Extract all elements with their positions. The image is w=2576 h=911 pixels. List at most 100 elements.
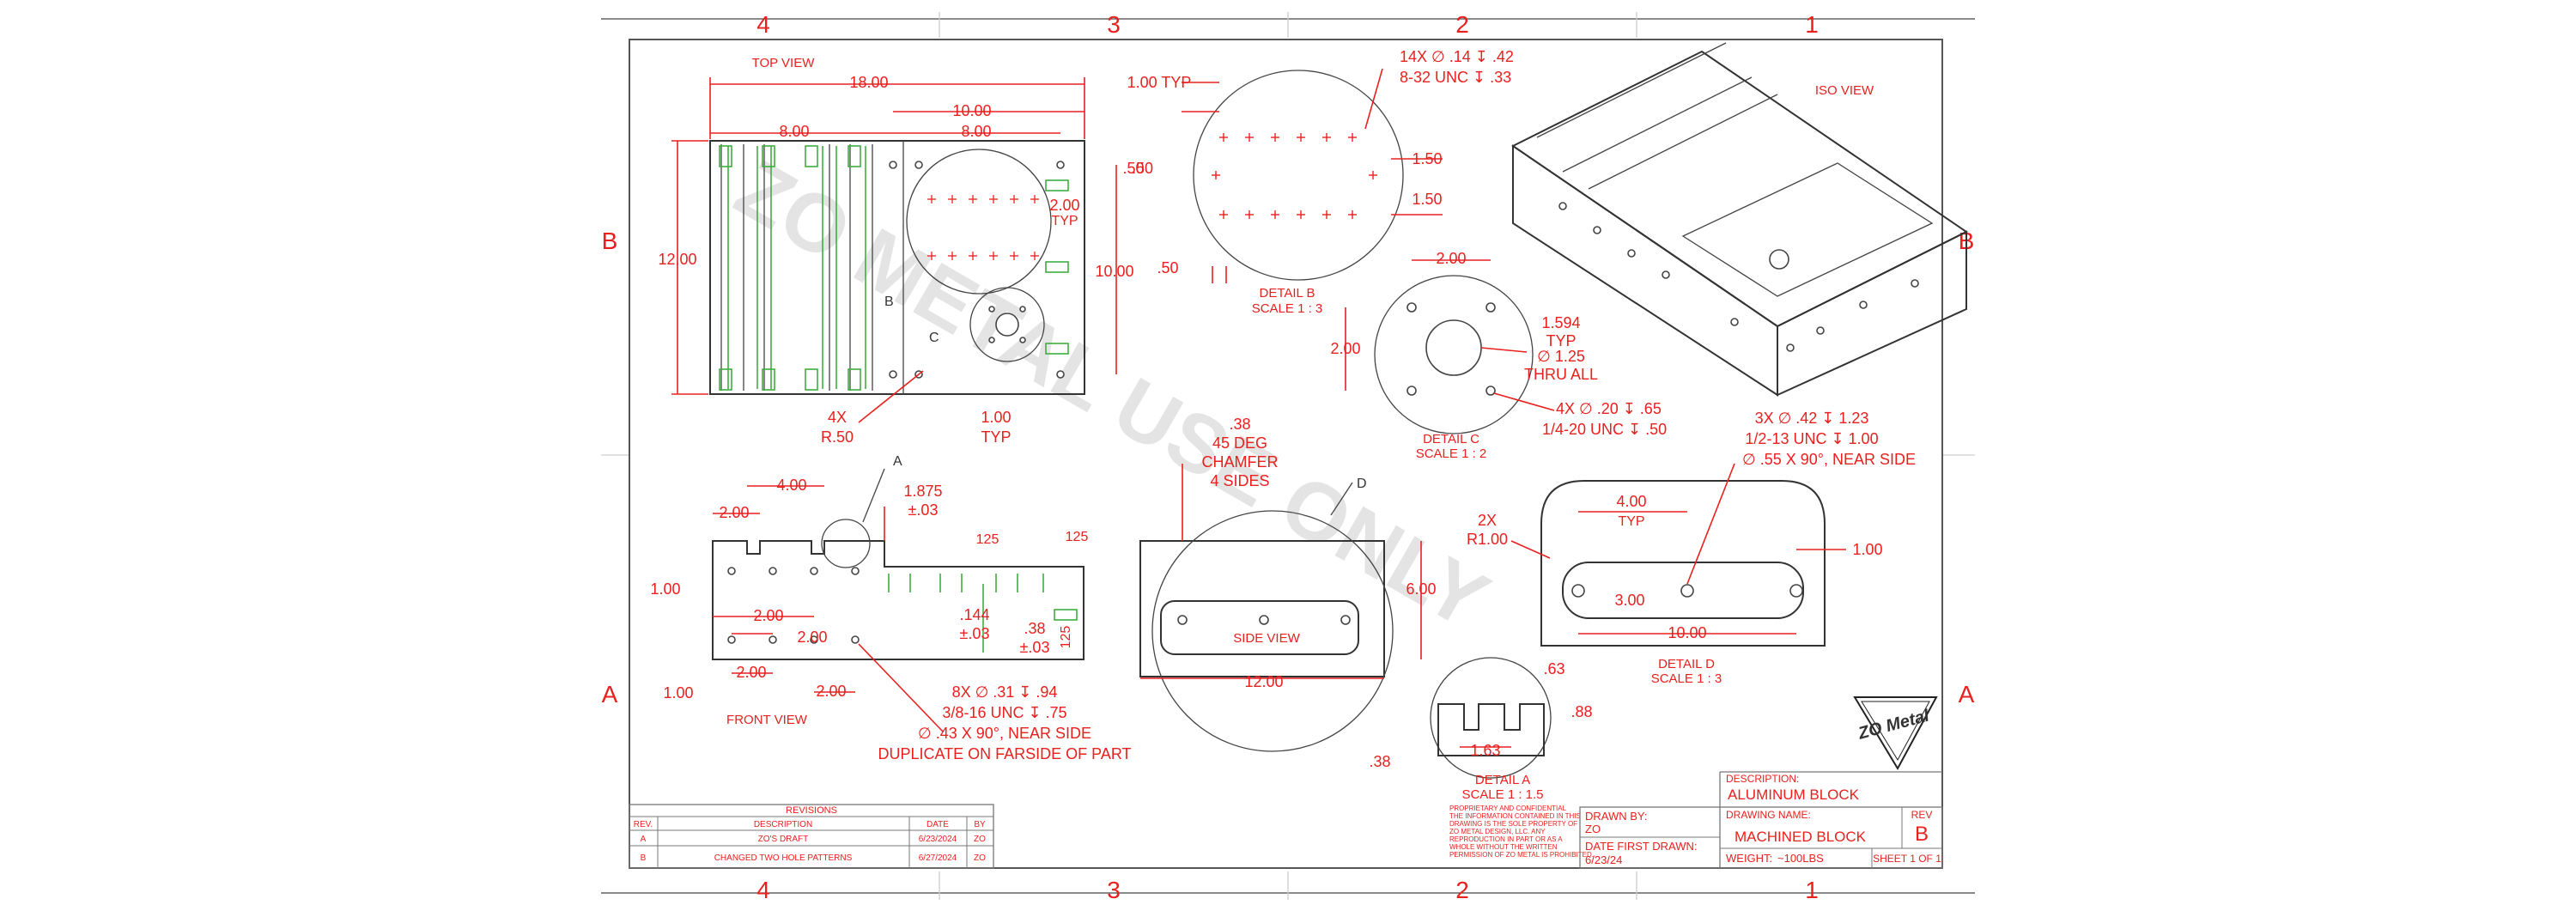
detail-a: .63 .88 1.63 .38 DETAIL A SCALE 1 : 1.5 xyxy=(1369,657,1593,802)
top-dim-right-top: .50 xyxy=(1132,160,1153,177)
detail-b-hole-2: 8-32 UNC ↧ .33 xyxy=(1400,69,1511,86)
drawn-by-value: ZO xyxy=(1585,823,1601,835)
detail-b-title: DETAIL B xyxy=(1259,286,1315,301)
zone-col-1-bottom: 1 xyxy=(1805,877,1819,903)
revision-b-by: ZO xyxy=(974,853,986,863)
detail-c-d1594: 1.594 xyxy=(1541,314,1580,331)
side-view-title: SIDE VIEW xyxy=(1233,631,1300,646)
front-d200d: 2.00 xyxy=(736,664,766,681)
zone-col-2-top: 2 xyxy=(1455,11,1469,38)
side-height: 6.00 xyxy=(1406,580,1436,598)
proprietary-note: PROPRIETARY AND CONFIDENTIAL THE INFORMA… xyxy=(1449,805,1594,859)
proprietary-line-1: PROPRIETARY AND CONFIDENTIAL xyxy=(1449,805,1567,812)
zone-row-a-left: A xyxy=(602,681,618,708)
detail-a-d163: 1.63 xyxy=(1470,742,1500,759)
revision-b-date: 6/27/2024 xyxy=(919,853,957,863)
detail-c-hole-2: 1/4-20 UNC ↧ .50 xyxy=(1542,421,1667,438)
front-d200c: 2.00 xyxy=(797,629,827,646)
drawing-name-label: DRAWING NAME: xyxy=(1726,809,1811,821)
top-dim-right-h: 10.00 xyxy=(1095,263,1133,280)
front-tol3: ±.03 xyxy=(1020,639,1050,656)
revisions-header-description: DESCRIPTION xyxy=(754,820,812,829)
front-d200a: 2.00 xyxy=(719,504,749,521)
detail-c-scale: SCALE 1 : 2 xyxy=(1416,446,1487,461)
front-d400: 4.00 xyxy=(776,477,806,494)
drawn-by-label: DRAWN BY: xyxy=(1585,810,1647,823)
top-dim-right8: 8.00 xyxy=(961,123,991,140)
weight-label: WEIGHT: xyxy=(1726,852,1772,865)
front-tol1: ±.03 xyxy=(908,501,939,519)
side-view-detail-d-circle xyxy=(1151,510,1394,752)
detail-c-circle xyxy=(1374,275,1534,434)
zone-col-2-bottom: 2 xyxy=(1455,877,1469,903)
detail-b-circle xyxy=(1193,70,1404,281)
detail-d-hole-1: 3X ∅ .42 ↧ 1.23 xyxy=(1755,410,1869,427)
detail-b-d150a: 1.50 xyxy=(1412,150,1442,167)
detail-c-typ: TYP xyxy=(1546,332,1576,349)
front-hole-4: DUPLICATE ON FARSIDE OF PART xyxy=(878,745,1131,762)
side-chamfer-1: .38 xyxy=(1229,416,1250,433)
top-dim-height: 12.00 xyxy=(658,251,696,268)
zone-col-3-top: 3 xyxy=(1107,11,1121,38)
front-hole-2: 3/8-16 UNC ↧ .75 xyxy=(942,704,1066,721)
iso-view: ISO VIEW xyxy=(1511,42,1968,397)
revision-b-description: CHANGED TWO HOLE PATTERNS xyxy=(714,853,853,863)
detail-d-hole-2: 1/2-13 UNC ↧ 1.00 xyxy=(1745,430,1878,447)
top-view: TOP VIEW xyxy=(658,56,1153,446)
detail-b-d50b: .50 xyxy=(1157,259,1178,276)
detail-d-length: 10.00 xyxy=(1668,624,1706,641)
top-dim-overall: 18.00 xyxy=(849,74,888,91)
side-view-outline xyxy=(1139,540,1385,677)
description-label: DESCRIPTION: xyxy=(1726,773,1799,785)
revisions-header-date: DATE xyxy=(927,820,949,829)
proprietary-line-2: THE INFORMATION CONTAINED IN THIS xyxy=(1449,812,1581,820)
detail-d-depth: 3.00 xyxy=(1614,592,1644,609)
revision-b-rev: B xyxy=(641,853,647,863)
detail-d-title: DETAIL D xyxy=(1658,657,1715,671)
zone-frame xyxy=(601,12,1975,900)
detail-d-spacing: 4.00 xyxy=(1616,493,1646,510)
detail-c-thru: THRU ALL xyxy=(1524,366,1598,383)
front-view: A 4.00 2.00 1.875 ±.03 1.00 2.00 2.00 2.… xyxy=(650,454,1131,762)
drawing-border xyxy=(629,39,1943,869)
zone-col-3-bottom: 3 xyxy=(1107,877,1121,903)
revisions-table: REVISIONS REV. DESCRIPTION DATE BY A ZO'… xyxy=(629,804,994,869)
side-chamfer-2: 45 DEG xyxy=(1212,434,1267,452)
detail-d-spacing-typ: TYP xyxy=(1618,514,1644,529)
top-dim-typ-label: TYP xyxy=(1051,214,1078,228)
top-callout-c: C xyxy=(929,331,939,345)
front-d144: .144 xyxy=(959,606,989,623)
revisions-header-by: BY xyxy=(974,820,986,829)
detail-b: 14X ∅ .14 ↧ .42 8-32 UNC ↧ .33 1.00 TYP … xyxy=(1122,48,1513,316)
proprietary-line-3: DRAWING IS THE SOLE PROPERTY OF xyxy=(1449,820,1577,828)
side-view: .38 45 DEG CHAMFER 4 SIDES 12.00 6.00 D … xyxy=(1139,416,1437,752)
top-dim-radius: R.50 xyxy=(821,428,854,446)
top-dim-half: 10.00 xyxy=(952,102,991,119)
top-dim-corner: 4X xyxy=(828,409,847,426)
zone-col-4-bottom: 4 xyxy=(756,877,770,903)
detail-d-scale: SCALE 1 : 3 xyxy=(1651,671,1722,686)
zone-row-a-right: A xyxy=(1959,681,1975,708)
sheet-number: SHEET 1 OF 1 xyxy=(1873,853,1941,865)
rev-label: REV xyxy=(1911,809,1933,821)
side-chamfer-3: CHAMFER xyxy=(1202,453,1279,471)
top-callout-b: B xyxy=(884,295,894,309)
revisions-title: REVISIONS xyxy=(786,805,837,816)
side-width: 12.00 xyxy=(1244,673,1283,690)
rev-value: B xyxy=(1915,823,1929,846)
date-first-drawn-value: 6/23/24 xyxy=(1585,853,1622,866)
zone-col-1-top: 1 xyxy=(1805,11,1819,38)
detail-c-h: 2.00 xyxy=(1330,340,1360,357)
front-d125a: 125 xyxy=(976,532,999,547)
detail-a-title: DETAIL A xyxy=(1475,773,1530,787)
front-view-title: FRONT VIEW xyxy=(726,713,808,727)
zone-row-b-left: B xyxy=(602,228,618,254)
detail-c: 2.00 2.00 1.594 TYP ∅ 1.25 THRU ALL 4X ∅… xyxy=(1330,250,1667,461)
detail-c-w: 2.00 xyxy=(1436,250,1466,267)
weight-value: ~100LBS xyxy=(1777,852,1824,865)
drawing-name-value: MACHINED BLOCK xyxy=(1735,829,1867,845)
detail-d-radius-2: R1.00 xyxy=(1467,531,1508,548)
detail-b-hole-1: 14X ∅ .14 ↧ .42 xyxy=(1400,48,1514,65)
front-d100: 1.00 xyxy=(650,580,680,598)
detail-d-right: 1.00 xyxy=(1852,541,1882,558)
